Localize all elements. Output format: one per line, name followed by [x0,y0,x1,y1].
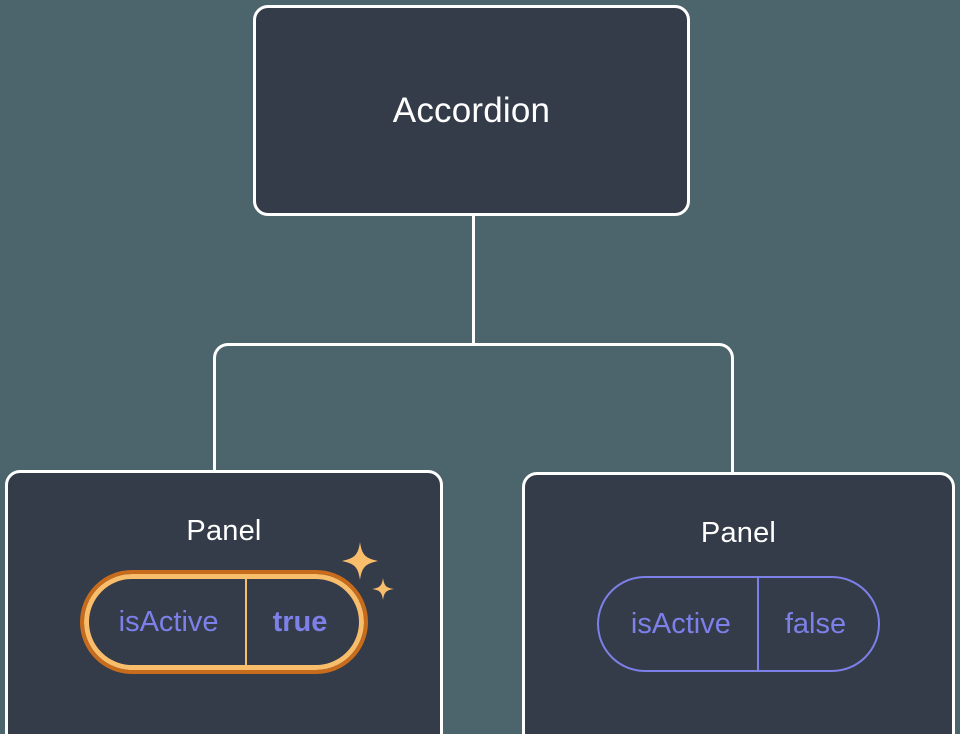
node-panel-right-title: Panel [700,517,777,549]
prop-key-label: isActive [118,605,219,638]
node-accordion-title: Accordion [392,90,551,130]
connector-branch-bar [213,343,734,473]
prop-key-label: isActive [630,607,731,640]
prop-value-label: false [756,578,878,670]
prop-pill-right-wrap: isActive false [596,576,881,672]
prop-value-label: true [244,579,360,665]
node-panel-left-title: Panel [186,515,262,547]
prop-pill-isactive-false[interactable]: isActive false [596,576,881,672]
node-panel-left[interactable]: Panel isActive true [5,470,443,734]
prop-pill-left-wrap: isActive true [79,542,395,674]
prop-pill-isactive-true[interactable]: isActive true [79,570,369,674]
connector-root-stem [472,215,475,346]
node-panel-right[interactable]: Panel isActive false [522,472,955,734]
node-accordion[interactable]: Accordion [253,5,690,216]
